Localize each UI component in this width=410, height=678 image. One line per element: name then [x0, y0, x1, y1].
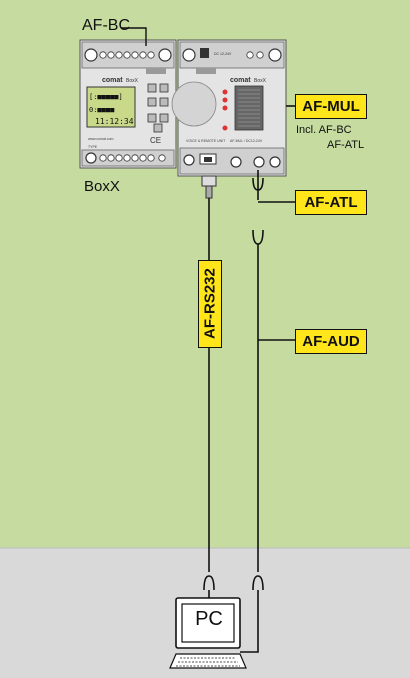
- svg-text:AF-MUL / DC12-24V: AF-MUL / DC12-24V: [230, 139, 263, 143]
- svg-text:DC 12-24V: DC 12-24V: [214, 52, 232, 56]
- svg-text:CE: CE: [150, 136, 161, 145]
- svg-text:BoxX: BoxX: [126, 78, 139, 84]
- af-bc-label: AF-BC: [82, 17, 130, 34]
- svg-text:BoxX: BoxX: [254, 78, 267, 84]
- pc-label: PC: [195, 608, 223, 630]
- svg-text:www.comat.com: www.comat.com: [88, 137, 114, 141]
- keypad: [147, 83, 169, 133]
- svg-text:VOICE & REMOTE UNIT: VOICE & REMOTE UNIT: [186, 139, 226, 143]
- speaker-grille: [234, 85, 264, 131]
- af-aud-tag: AF-AUD: [295, 329, 367, 354]
- af-mul-tag: AF-MUL: [295, 94, 367, 119]
- computer-icon: [175, 597, 241, 649]
- af-rs232-tag: AF-RS232: [198, 260, 222, 348]
- boxx-label: BoxX: [84, 178, 120, 195]
- svg-text:11:12:34: 11:12:34: [95, 117, 134, 126]
- brand-left: comat: [102, 77, 123, 84]
- af-atl-tag: AF-ATL: [295, 190, 367, 215]
- boxx-left-module: comat BoxX [:■■■■■] 0:■■■■ 11:12:34 www.…: [79, 39, 177, 169]
- incl-line1: Incl. AF-BC: [296, 124, 352, 136]
- keyboard-icon: [169, 653, 247, 669]
- lcd-screen: [86, 86, 136, 128]
- svg-text:TYPE: TYPE: [88, 145, 98, 149]
- svg-text:[:■■■■■]: [:■■■■■]: [89, 93, 123, 101]
- svg-text:0:■■■■: 0:■■■■: [89, 106, 115, 114]
- af-bc-pointer: [121, 27, 147, 46]
- brand-right: comat: [230, 77, 251, 84]
- af-mul-module: DC 12-24V comat BoxX VOICE & R: [171, 39, 287, 177]
- incl-line2: AF-ATL: [327, 139, 365, 151]
